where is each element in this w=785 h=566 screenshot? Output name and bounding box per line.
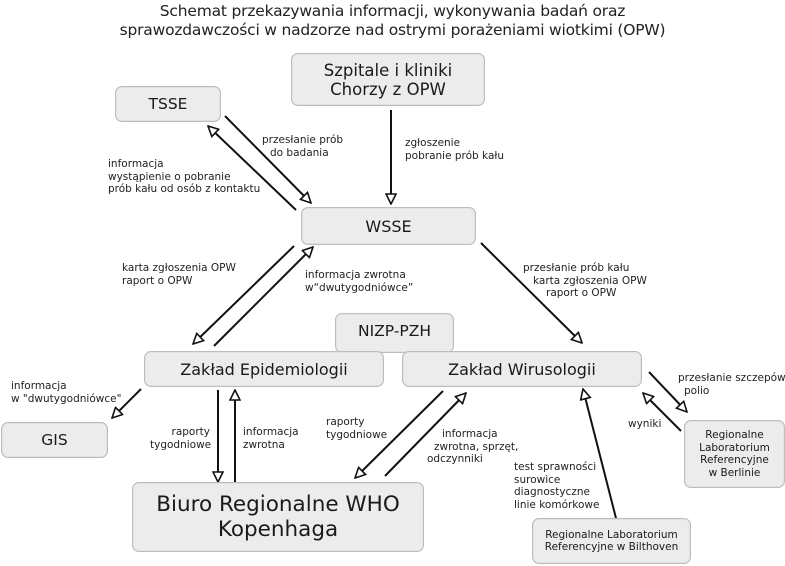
label-line: przesłanie szczepów — [678, 372, 785, 384]
label-line: karta zgłoszenia OPW — [122, 262, 236, 274]
label-line: w“dwutygodniówce” — [305, 281, 414, 294]
label-line: polio — [684, 384, 710, 397]
label-epid-to-wsse: informacja zwrotna w“dwutygodniówce” — [305, 269, 413, 294]
node-szpitale-line-1: Szpitale i kliniki — [323, 60, 453, 80]
node-nizp-pzh: NIZP-PZH — [335, 313, 454, 353]
label-line: raport o OPW — [122, 274, 193, 287]
arrow-berlin-to-wirus — [643, 393, 682, 432]
label-epid-to-who: raporty tygodniowe — [150, 426, 212, 451]
label-who-to-epid: informacja zwrotna — [243, 426, 299, 451]
node-wsse-label: WSSE — [365, 216, 412, 236]
node-tsse: TSSE — [115, 86, 221, 122]
title-line-2: sprawozdawczości w nadzorze nad ostrymi … — [119, 21, 666, 39]
label-wsse-to-wirus: przesłanie prób kału karta zgłoszenia OP… — [523, 262, 647, 300]
label-line: informacja — [11, 380, 67, 392]
label-line: pobranie prób kału — [405, 149, 505, 162]
label-line: karta zgłoszenia OPW — [533, 274, 647, 287]
label-line: zwrotna, sprzęt, — [434, 440, 519, 453]
arrow-bilthoven-to-wirus — [583, 389, 620, 531]
arrow-wirus-to-berlin — [648, 371, 687, 412]
label-line: informacja — [108, 158, 164, 170]
label-wirus-to-berlin: przesłanie szczepów polio — [678, 372, 785, 397]
node-szpitale-line-2: Chorzy z OPW — [330, 79, 446, 99]
label-line: raporty — [326, 416, 365, 428]
label-line: zwrotna — [243, 438, 285, 451]
node-zaklad-epidemiologii: Zakład Epidemiologii — [144, 351, 384, 387]
label-line: do badania — [270, 146, 329, 159]
label-szpitale-to-wsse: zgłoszenie pobranie prób kału — [405, 137, 504, 162]
node-zaklad-wirusologii-label: Zakład Wirusologii — [448, 359, 596, 379]
node-zaklad-wirusologii: Zakład Wirusologii — [402, 351, 642, 387]
label-line: raporty — [171, 426, 211, 438]
label-line: informacja zwrotna — [305, 269, 406, 281]
node-wsse: WSSE — [301, 207, 476, 245]
node-lab-berlin: Regionalne Laboratorium Referencyjne w B… — [684, 420, 785, 488]
arrow-wirus-to-who — [355, 390, 444, 478]
label-line: wyniki — [628, 418, 662, 430]
node-berlin-line-1: Regionalne — [705, 429, 764, 441]
node-who-line-1: Biuro Regionalne WHO — [156, 492, 400, 517]
label-wirus-to-who: raporty tygodniowe — [326, 416, 387, 441]
arrow-epid-to-gis — [112, 388, 142, 418]
node-gis: GIS — [1, 422, 108, 458]
label-line: odczynniki — [427, 453, 483, 465]
label-line: linie komórkowe — [514, 498, 600, 511]
label-line: surowice — [514, 473, 561, 486]
arrow-tsse-to-wsse — [224, 115, 311, 203]
label-line: prób kału od osób z kontaktu — [108, 183, 261, 195]
label-line: informacja — [442, 428, 498, 440]
node-berlin-line-4: w Berlinie — [708, 466, 761, 479]
arrow-epid-to-wsse — [213, 247, 313, 347]
node-zaklad-epidemiologii-label: Zakład Epidemiologii — [180, 359, 348, 379]
node-berlin-line-3: Referencyjne — [700, 454, 769, 466]
node-who-kopenhaga: Biuro Regionalne WHO Kopenhaga — [132, 482, 424, 552]
label-line: zgłoszenie — [405, 137, 461, 149]
label-line: tygodniowe — [326, 428, 388, 441]
label-berlin-to-wirus: wyniki — [628, 418, 661, 431]
node-who-line-2: Kopenhaga — [217, 517, 339, 542]
label-line: przesłanie prób — [262, 134, 344, 146]
label-line: raport o OPW — [546, 287, 617, 299]
label-wsse-to-tsse: informacja wystąpienie o pobranie prób k… — [108, 158, 260, 196]
label-tsse-to-wsse: przesłanie prób do badania — [262, 134, 343, 159]
label-bilthoven-to-wirus: test sprawności surowice diagnostyczne l… — [514, 461, 599, 511]
node-gis-label: GIS — [41, 431, 68, 449]
arrow-wsse-to-tsse — [208, 126, 297, 211]
label-line: tygodniowe — [150, 438, 212, 451]
node-nizp-pzh-label: NIZP-PZH — [357, 322, 431, 340]
title-line-1: Schemat przekazywania informacji, wykony… — [159, 2, 626, 20]
arrow-wsse-to-wirus — [480, 242, 582, 343]
label-epid-to-gis: informacja w "dwutygodniówce" — [11, 380, 121, 405]
label-wsse-to-epid: karta zgłoszenia OPW raport o OPW — [122, 262, 236, 287]
label-line: test sprawności — [514, 461, 597, 473]
label-who-to-wirus: informacja zwrotna, sprzęt, odczynniki — [427, 428, 518, 466]
label-line: informacja — [243, 426, 299, 438]
label-line: diagnostyczne — [514, 486, 590, 498]
node-lab-bilthoven: Regionalne Laboratorium Referencyjne w B… — [532, 518, 691, 564]
node-bilthoven-line-1: Regionalne Laboratorium — [545, 528, 678, 541]
node-szpitale: Szpitale i kliniki Chorzy z OPW — [291, 53, 485, 106]
arrow-wsse-to-epid — [193, 245, 295, 344]
label-line: wystąpienie o pobranie — [108, 170, 231, 183]
diagram-title: Schemat przekazywania informacji, wykony… — [0, 2, 785, 40]
label-line: przesłanie prób kału — [523, 262, 630, 274]
node-bilthoven-line-2: Referencyjne w Bilthoven — [544, 541, 679, 553]
arrow-who-to-wirus — [384, 393, 466, 477]
node-tsse-label: TSSE — [148, 95, 188, 113]
node-berlin-line-2: Laboratorium — [699, 441, 770, 454]
label-line: w "dwutygodniówce" — [11, 392, 122, 405]
